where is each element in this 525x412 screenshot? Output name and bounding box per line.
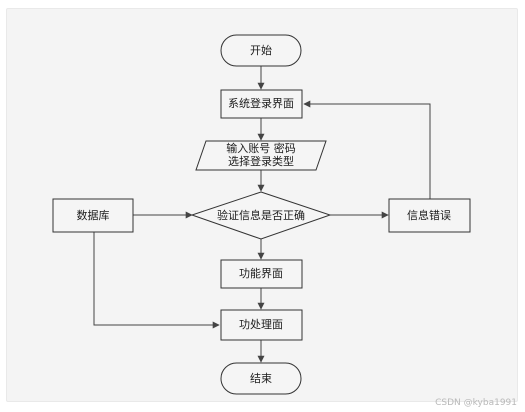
database-label: 数据库 [77,208,110,222]
decision-label: 验证信息是否正确 [217,208,305,222]
error-label: 信息错误 [407,208,451,222]
decision-diamond [190,191,332,240]
processing-screen-label: 功处理面 [239,318,283,331]
input-label-line2: 选择登录类型 [228,154,294,168]
processing-screen-box [220,309,303,341]
end-label: 结束 [250,372,272,385]
edge-database-to-processing [93,232,220,329]
input-parallelogram [195,140,327,171]
error-box [388,198,471,233]
end-terminal [220,362,302,395]
input-label-line1: 输入账号 密码 [226,141,296,155]
start-terminal [220,34,302,67]
function-screen-label: 功能界面 [239,266,283,280]
edge-error-to-login [303,100,431,199]
login-screen-box [220,89,303,119]
database-box [52,198,134,233]
function-screen-box [220,259,303,289]
start-label: 开始 [250,43,272,57]
watermark: CSDN @kyba1991 [435,398,517,408]
login-screen-label: 系统登录界面 [228,96,294,110]
